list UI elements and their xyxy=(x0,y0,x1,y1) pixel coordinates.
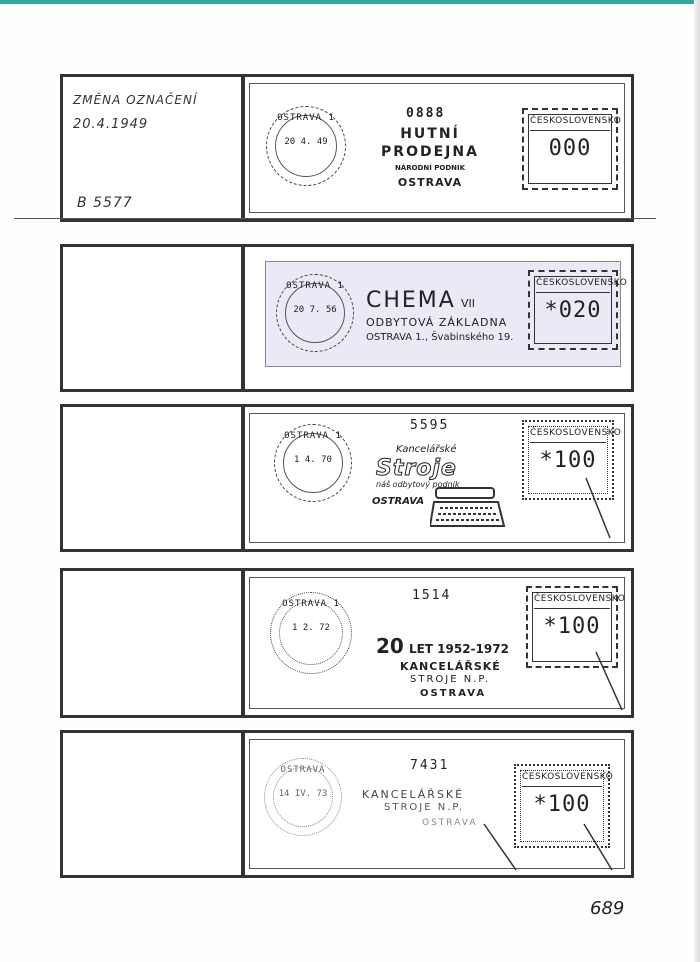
frank-strip: OSTRAVA 1 20 7. 56 CHEMA VII ODBYTOVÁ ZÁ… xyxy=(265,261,627,367)
frank-line: STROJE N.P. xyxy=(410,674,491,685)
meter-stamp: ČESKOSLOVENSKO *020 xyxy=(528,270,627,350)
frank-jubilee: 20 LET 1952-1972 xyxy=(376,634,526,658)
meter-number: 1514 xyxy=(412,588,452,603)
postmark-city: OSTRAVA xyxy=(280,765,326,775)
frank-line: KANCELÁŘSKÉ xyxy=(362,788,465,801)
frank-cutout-3: OSTRAVA 1 1 4. 70 5595 Kancelářské Stroj… xyxy=(249,413,625,543)
frank-line: KANCELÁŘSKÉ xyxy=(400,660,501,673)
postmark-ring xyxy=(275,115,337,177)
album-row-1: ZMĚNA OZNAČENÍ 20.4.1949 B 5577 OSTRAVA … xyxy=(60,74,634,222)
stamp-value: *100 xyxy=(533,792,591,817)
stamp-value: *020 xyxy=(544,298,602,323)
typewriter-icon xyxy=(430,487,506,527)
frank-brand: Stroje xyxy=(376,456,457,482)
postmark-city: OSTRAVA 1 xyxy=(286,281,344,291)
frank-line: Kancelářské xyxy=(396,444,457,455)
postmark: OSTRAVA 14 IV. 73 xyxy=(264,758,342,836)
row-divider xyxy=(241,407,245,549)
postmark-city: OSTRAVA 1 xyxy=(277,113,335,123)
brand-suffix: VII xyxy=(460,297,475,310)
album-row-2: OSTRAVA 1 20 7. 56 CHEMA VII ODBYTOVÁ ZÁ… xyxy=(60,244,634,392)
meter-stamp: ČESKOSLOVENSKO *100 xyxy=(526,586,625,668)
stamp-country: ČESKOSLOVENSKO xyxy=(530,116,621,131)
postmark-ring xyxy=(273,767,333,827)
handwritten-date: 20.4.1949 xyxy=(73,117,149,132)
row-divider xyxy=(241,571,245,715)
stamp-frame xyxy=(528,114,612,184)
postmark-date: 1 2. 72 xyxy=(292,623,330,633)
postmark-date: 20 7. 56 xyxy=(293,305,337,315)
frank-line: PRODEJNA xyxy=(381,144,479,160)
postmark-city: OSTRAVA 1 xyxy=(284,431,342,441)
folio-number: 689 xyxy=(590,898,625,919)
pointer-arrow xyxy=(483,823,517,871)
pointer-arrow xyxy=(595,651,623,711)
postmark-date: 14 IV. 73 xyxy=(278,789,328,799)
frank-line: OSTRAVA xyxy=(420,688,487,699)
frank-cutout-2: OSTRAVA 1 20 7. 56 CHEMA VII ODBYTOVÁ ZÁ… xyxy=(249,253,627,383)
frank-brand: CHEMA VII xyxy=(366,288,506,313)
meter-number: 5595 xyxy=(410,418,450,433)
postmark-ring xyxy=(283,433,343,493)
stamp-country: ČESKOSLOVENSKO xyxy=(534,594,625,609)
postmark: OSTRAVA 1 20 7. 56 xyxy=(276,274,354,352)
postmark-city: OSTRAVA 1 xyxy=(282,599,340,609)
stamp-frame xyxy=(520,770,604,842)
stamp-country: ČESKOSLOVENSKO xyxy=(522,772,613,787)
frank-cutout-1: OSTRAVA 1 20 4. 49 0888 HUTNÍ PRODEJNA N… xyxy=(249,83,625,213)
frank-line: NÁRODNÍ PODNIK xyxy=(394,164,466,172)
brand-name: CHEMA xyxy=(366,288,456,313)
frank-line: náš odbytový podnik xyxy=(376,480,460,489)
postmark: OSTRAVA 1 20 4. 49 xyxy=(266,106,346,186)
meter-stamp: ČESKOSLOVENSKO 000 xyxy=(522,108,621,190)
pointer-arrow xyxy=(585,477,611,539)
postmark-ring xyxy=(279,601,343,665)
stamp-frame xyxy=(534,276,612,344)
stamp-value: *100 xyxy=(543,614,601,639)
postmark: OSTRAVA 1 1 4. 70 xyxy=(274,424,352,502)
meter-number: 7431 xyxy=(410,758,450,773)
row-divider xyxy=(241,247,245,389)
frank-line: ODBYTOVÁ ZÁKLADNA xyxy=(366,316,508,329)
handwritten-ref: B 5577 xyxy=(77,195,133,211)
frank-line: OSTRAVA xyxy=(372,496,425,507)
album-row-3: OSTRAVA 1 1 4. 70 5595 Kancelářské Stroj… xyxy=(60,404,634,552)
stamp-frame xyxy=(528,426,608,494)
stamp-country: ČESKOSLOVENSKO xyxy=(536,278,627,293)
meter-stamp: ČESKOSLOVENSKO *100 xyxy=(522,420,621,500)
jubilee-text: LET 1952-1972 xyxy=(408,642,509,656)
meter-number: 0888 xyxy=(406,106,446,121)
frank-cutout-5: OSTRAVA 14 IV. 73 7431 KANCELÁŘSKÉ STROJ… xyxy=(249,739,625,871)
top-edge xyxy=(0,0,700,4)
postmark-date: 20 4. 49 xyxy=(284,137,328,147)
jubilee-number: 20 xyxy=(376,634,404,658)
postmark-ring xyxy=(285,283,345,343)
page-rule xyxy=(14,218,656,219)
page-edge xyxy=(694,0,700,962)
handwritten-note: ZMĚNA OZNAČENÍ xyxy=(73,93,198,107)
frank-cutout-4: OSTRAVA 1 1 2. 72 1514 20 LET 1952-1972 … xyxy=(249,577,625,711)
stamp-value: *100 xyxy=(539,448,597,473)
row-divider xyxy=(241,77,245,219)
stamp-country: ČESKOSLOVENSKO xyxy=(530,428,621,443)
stamp-value: 000 xyxy=(548,136,592,161)
row-divider xyxy=(241,733,245,875)
frank-line: OSTRAVA 1., Švabinského 19. xyxy=(366,332,514,343)
stamp-frame xyxy=(532,592,612,662)
album-row-5: OSTRAVA 14 IV. 73 7431 KANCELÁŘSKÉ STROJ… xyxy=(60,730,634,878)
postmark: OSTRAVA 1 1 2. 72 xyxy=(270,592,352,674)
pointer-arrow xyxy=(583,823,613,871)
postmark-date: 1 4. 70 xyxy=(294,455,332,465)
frank-line: OSTRAVA xyxy=(397,176,463,189)
meter-stamp: ČESKOSLOVENSKO *100 xyxy=(514,764,613,848)
frank-line: OSTRAVA xyxy=(422,818,478,828)
frank-line: STROJE N.P. xyxy=(384,802,465,813)
album-row-4: OSTRAVA 1 1 2. 72 1514 20 LET 1952-1972 … xyxy=(60,568,634,718)
frank-line: HUTNÍ xyxy=(400,126,460,142)
